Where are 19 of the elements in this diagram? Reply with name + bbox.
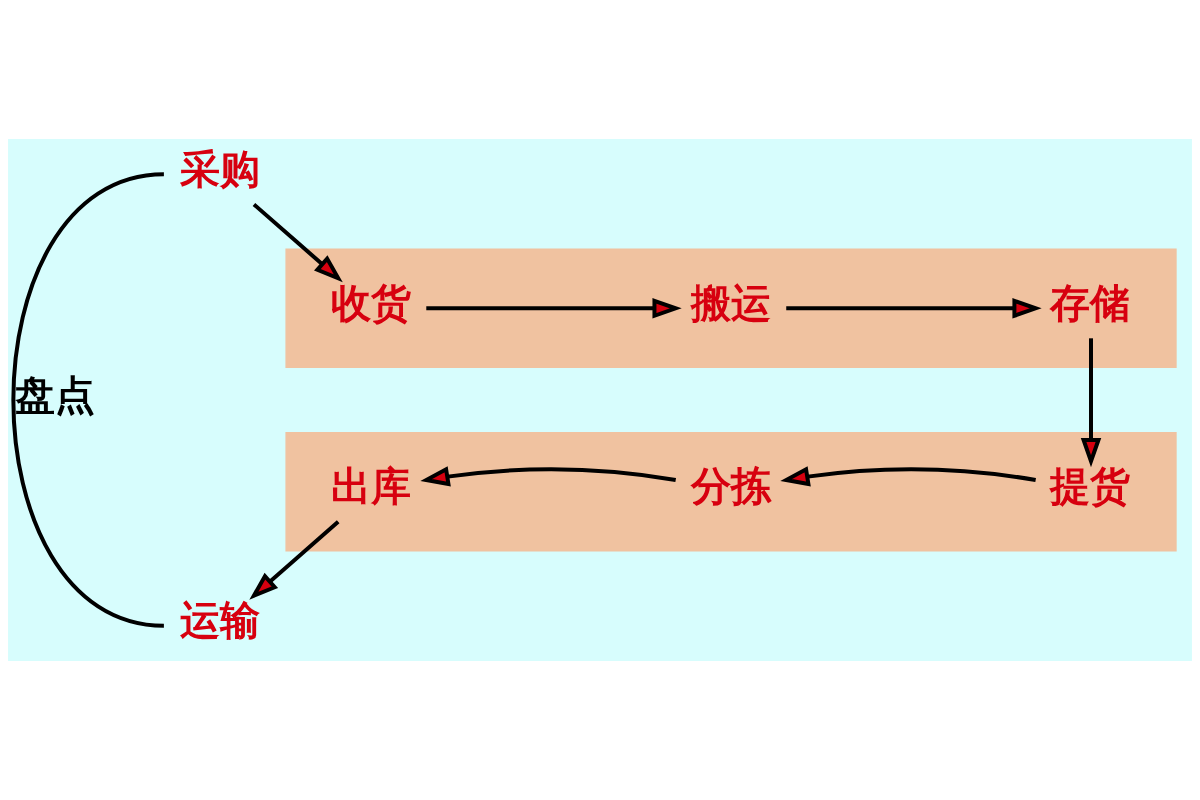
- arrow: [1080, 338, 1102, 468]
- node-text: 运输: [180, 597, 261, 644]
- node-text: 提货: [1050, 463, 1131, 510]
- node-text: 采购: [180, 145, 261, 192]
- edge-label: 盘点: [15, 371, 96, 418]
- arrow: [420, 466, 676, 487]
- node-text: 存储: [1050, 279, 1131, 326]
- arrow: [252, 202, 343, 283]
- arrow: [786, 298, 1042, 319]
- connector: [11, 172, 165, 628]
- arrow: [249, 520, 340, 600]
- cluster: [285, 431, 1177, 552]
- node-text: 分拣: [690, 463, 771, 510]
- node-text: 搬运: [690, 279, 771, 326]
- node-text: 出库: [330, 463, 411, 510]
- node-text: 收货: [330, 279, 411, 326]
- arrow: [780, 466, 1036, 487]
- cluster: [285, 248, 1177, 369]
- arrow: [426, 298, 682, 319]
